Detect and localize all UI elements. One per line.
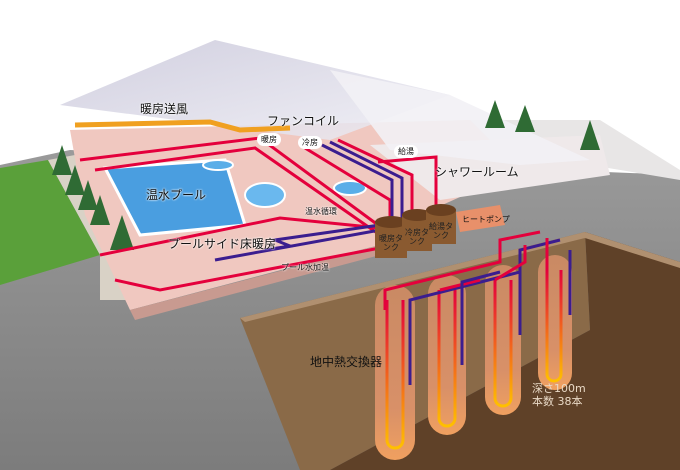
label-ground-heat-exchanger: 地中熱交換器 bbox=[310, 355, 383, 369]
label-cooling-tank: 冷房タンク bbox=[405, 228, 429, 246]
label-heating: 暖房 bbox=[257, 133, 281, 146]
grass bbox=[0, 160, 100, 285]
label-cooling: 冷房 bbox=[298, 136, 322, 149]
pipes bbox=[74, 119, 572, 385]
label-heating-air: 暖房送風 bbox=[140, 102, 189, 116]
label-count: 本数 38本 bbox=[532, 395, 583, 408]
label-depth: 深さ100m bbox=[532, 382, 586, 395]
heat-pump bbox=[456, 205, 505, 232]
label-heated-pool: 温水プール bbox=[146, 188, 207, 202]
glass-roof-right bbox=[330, 70, 590, 165]
label-shower-room: シャワールーム bbox=[435, 165, 519, 179]
tanks bbox=[375, 204, 505, 258]
label-hot-water-tank: 給湯タンク bbox=[429, 222, 453, 240]
boreholes bbox=[375, 255, 572, 460]
label-heat-pump: ヒートポンプ bbox=[462, 215, 510, 224]
label-poolside-floor-heating: プールサイド床暖房 bbox=[168, 237, 277, 251]
earth-front bbox=[330, 232, 680, 470]
label-pool-water-heating: プール水加温 bbox=[281, 263, 329, 272]
kids-pool bbox=[244, 182, 286, 208]
label-heating-tank: 暖房タンク bbox=[379, 234, 403, 252]
building-floor-edge bbox=[130, 245, 380, 320]
label-hot-water-circulation: 温水循環 bbox=[305, 207, 337, 216]
jacuzzi bbox=[333, 180, 367, 196]
label-fan-coil: ファンコイル bbox=[267, 114, 340, 128]
glass-pyramid bbox=[60, 40, 450, 140]
label-hot-water-supply: 給湯 bbox=[394, 145, 418, 158]
trees bbox=[52, 100, 600, 250]
